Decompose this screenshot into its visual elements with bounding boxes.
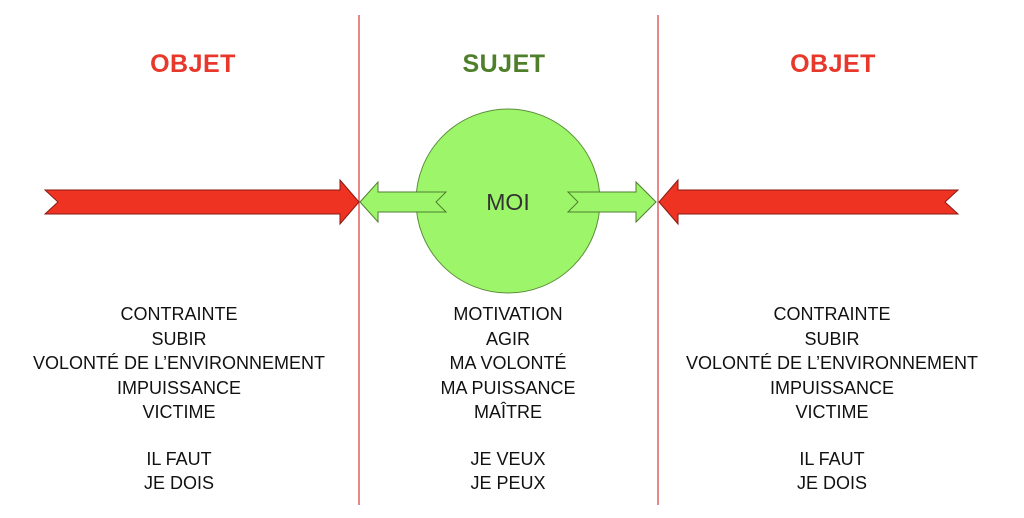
- left-line: VICTIME: [142, 402, 216, 422]
- right-line: SUBIR: [804, 328, 860, 349]
- right-column: CONTRAINTE SUBIR VOLONTÉ DE L’ENVIRONNEM…: [657, 302, 1007, 496]
- right-tail-line: JE DOIS: [796, 473, 867, 493]
- center-line: MA VOLONTÉ: [449, 353, 567, 373]
- right-line: IMPUISSANCE: [769, 377, 895, 398]
- left-line: CONTRAINTE: [120, 304, 238, 324]
- right-red-arrow: [658, 178, 960, 226]
- right-line: CONTRAINTE: [773, 304, 891, 324]
- spacer: [657, 425, 1007, 447]
- left-line: VOLONTÉ DE L’ENVIRONNEMENT: [32, 353, 326, 373]
- left-red-arrow: [43, 178, 360, 226]
- left-green-arrow: [359, 180, 448, 224]
- right-title: OBJET: [790, 50, 876, 78]
- right-green-arrow: [566, 180, 657, 224]
- center-line: MAÎTRE: [473, 402, 542, 422]
- spacer: [4, 425, 354, 447]
- moi-label: MOI: [486, 189, 530, 215]
- center-tail-line: JE PEUX: [470, 473, 546, 493]
- left-line: IMPUISSANCE: [116, 377, 242, 398]
- center-line: AGIR: [485, 328, 530, 349]
- right-line: VOLONTÉ DE L’ENVIRONNEMENT: [685, 353, 979, 373]
- center-title: SUJET: [462, 50, 546, 78]
- center-tail-line: JE VEUX: [470, 448, 546, 469]
- left-line: SUBIR: [151, 328, 207, 349]
- spacer: [333, 425, 683, 447]
- center-column: MOTIVATION AGIR MA VOLONTÉ MA PUISSANCE …: [333, 302, 683, 496]
- right-line: VICTIME: [795, 402, 869, 422]
- left-tail-line: IL FAUT: [146, 448, 212, 469]
- left-tail-line: JE DOIS: [143, 473, 214, 493]
- center-line: MA PUISSANCE: [440, 377, 576, 398]
- center-line: MOTIVATION: [453, 304, 563, 324]
- left-title: OBJET: [150, 50, 236, 78]
- left-column: CONTRAINTE SUBIR VOLONTÉ DE L’ENVIRONNEM…: [4, 302, 354, 496]
- right-tail-line: IL FAUT: [799, 448, 865, 469]
